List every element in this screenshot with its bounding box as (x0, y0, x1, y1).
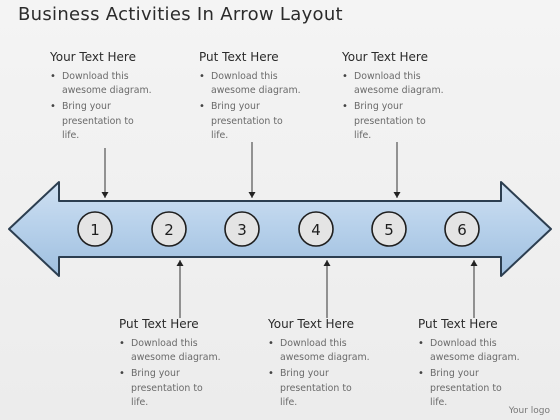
bullet-text: Bring your presentation to life. (430, 368, 502, 408)
bullet-text: Bring your presentation to life. (211, 101, 283, 141)
bullet-text: Download this awesome diagram. (62, 71, 152, 97)
text-block: Put Text Here • Download this awesome diag… (199, 50, 339, 145)
block-heading: Put Text Here (119, 317, 199, 331)
bullet-list: • Download this awesome diagram. • Bring yo… (342, 70, 482, 143)
double-headed-arrow (8, 181, 552, 277)
bullet-text: Download this awesome diagram. (430, 338, 520, 364)
bullet-item: • Bring your presentation to life. (50, 100, 190, 143)
connector-arrowhead (470, 260, 478, 266)
connector-arrowhead (323, 260, 331, 266)
text-block: Your Text Here • Download this awesome dia… (342, 50, 482, 145)
step-number: 4 (311, 221, 321, 239)
bullet-item: • Bring your presentation to life. (119, 367, 259, 410)
bullet-item: • Download this awesome diagram. (119, 337, 259, 365)
step-circle (151, 211, 187, 247)
connector-arrowhead (393, 192, 401, 198)
connector-arrowhead (176, 260, 184, 266)
bullet-list: • Download this awesome diagram. • Bring yo… (119, 337, 259, 410)
logo-text: Your logo (508, 406, 550, 416)
step-circle (298, 211, 334, 247)
bullet-item: • Download this awesome diagram. (199, 70, 339, 98)
diagram-title: Business Activities In Arrow Layout (18, 4, 343, 25)
bullet-text: Download this awesome diagram. (131, 338, 221, 364)
step-number: 3 (237, 221, 247, 239)
bullet-icon: • (418, 338, 424, 349)
text-block: Your Text Here • Download this awesome dia… (268, 317, 408, 412)
step-number: 1 (90, 221, 100, 239)
bullet-icon: • (418, 368, 424, 380)
bullet-text: Download this awesome diagram. (354, 71, 444, 97)
bullet-item: • Download this awesome diagram. (50, 70, 190, 98)
step-number: 5 (384, 221, 394, 239)
bullet-text: Download this awesome diagram. (280, 338, 370, 364)
step-circle (224, 211, 260, 247)
bullet-item: • Bring your presentation to life. (199, 100, 339, 143)
bullet-list: • Download this awesome diagram. • Bring yo… (268, 337, 408, 410)
step-number: 2 (164, 221, 174, 239)
bullet-item: • Bring your presentation to life. (418, 367, 558, 410)
bullet-text: Bring your presentation to life. (131, 368, 203, 408)
block-heading: Your Text Here (50, 50, 136, 64)
bullet-icon: • (342, 101, 348, 113)
bullet-icon: • (199, 101, 205, 113)
bullet-text: Bring your presentation to life. (354, 101, 426, 141)
bullet-item: • Download this awesome diagram. (418, 337, 558, 365)
bullet-icon: • (50, 71, 56, 82)
bullet-item: • Bring your presentation to life. (342, 100, 482, 143)
step-number: 6 (457, 221, 467, 239)
bullet-text: Bring your presentation to life. (62, 101, 134, 141)
block-heading: Put Text Here (199, 50, 279, 64)
step-circle (444, 211, 480, 247)
bullet-item: • Download this awesome diagram. (268, 337, 408, 365)
text-block: Put Text Here • Download this awesome diag… (418, 317, 558, 412)
bullet-item: • Bring your presentation to life. (268, 367, 408, 410)
bullet-item: • Download this awesome diagram. (342, 70, 482, 98)
bullet-icon: • (119, 338, 125, 349)
step-circle (77, 211, 113, 247)
connector-arrowhead (248, 192, 256, 198)
bullet-list: • Download this awesome diagram. • Bring yo… (418, 337, 558, 410)
bullet-icon: • (268, 338, 274, 349)
bullet-text: Bring your presentation to life. (280, 368, 352, 408)
bullet-list: • Download this awesome diagram. • Bring yo… (199, 70, 339, 143)
bullet-icon: • (199, 71, 205, 82)
text-block: Put Text Here • Download this awesome diag… (119, 317, 259, 412)
block-heading: Your Text Here (268, 317, 354, 331)
connector-arrowhead (101, 192, 109, 198)
text-block: Your Text Here • Download this awesome dia… (50, 50, 190, 145)
bullet-icon: • (342, 71, 348, 82)
bullet-icon: • (50, 101, 56, 113)
block-heading: Your Text Here (342, 50, 428, 64)
bullet-icon: • (268, 368, 274, 380)
step-circle (371, 211, 407, 247)
bullet-text: Download this awesome diagram. (211, 71, 301, 97)
block-heading: Put Text Here (418, 317, 498, 331)
bullet-icon: • (119, 368, 125, 380)
bullet-list: • Download this awesome diagram. • Bring yo… (50, 70, 190, 143)
